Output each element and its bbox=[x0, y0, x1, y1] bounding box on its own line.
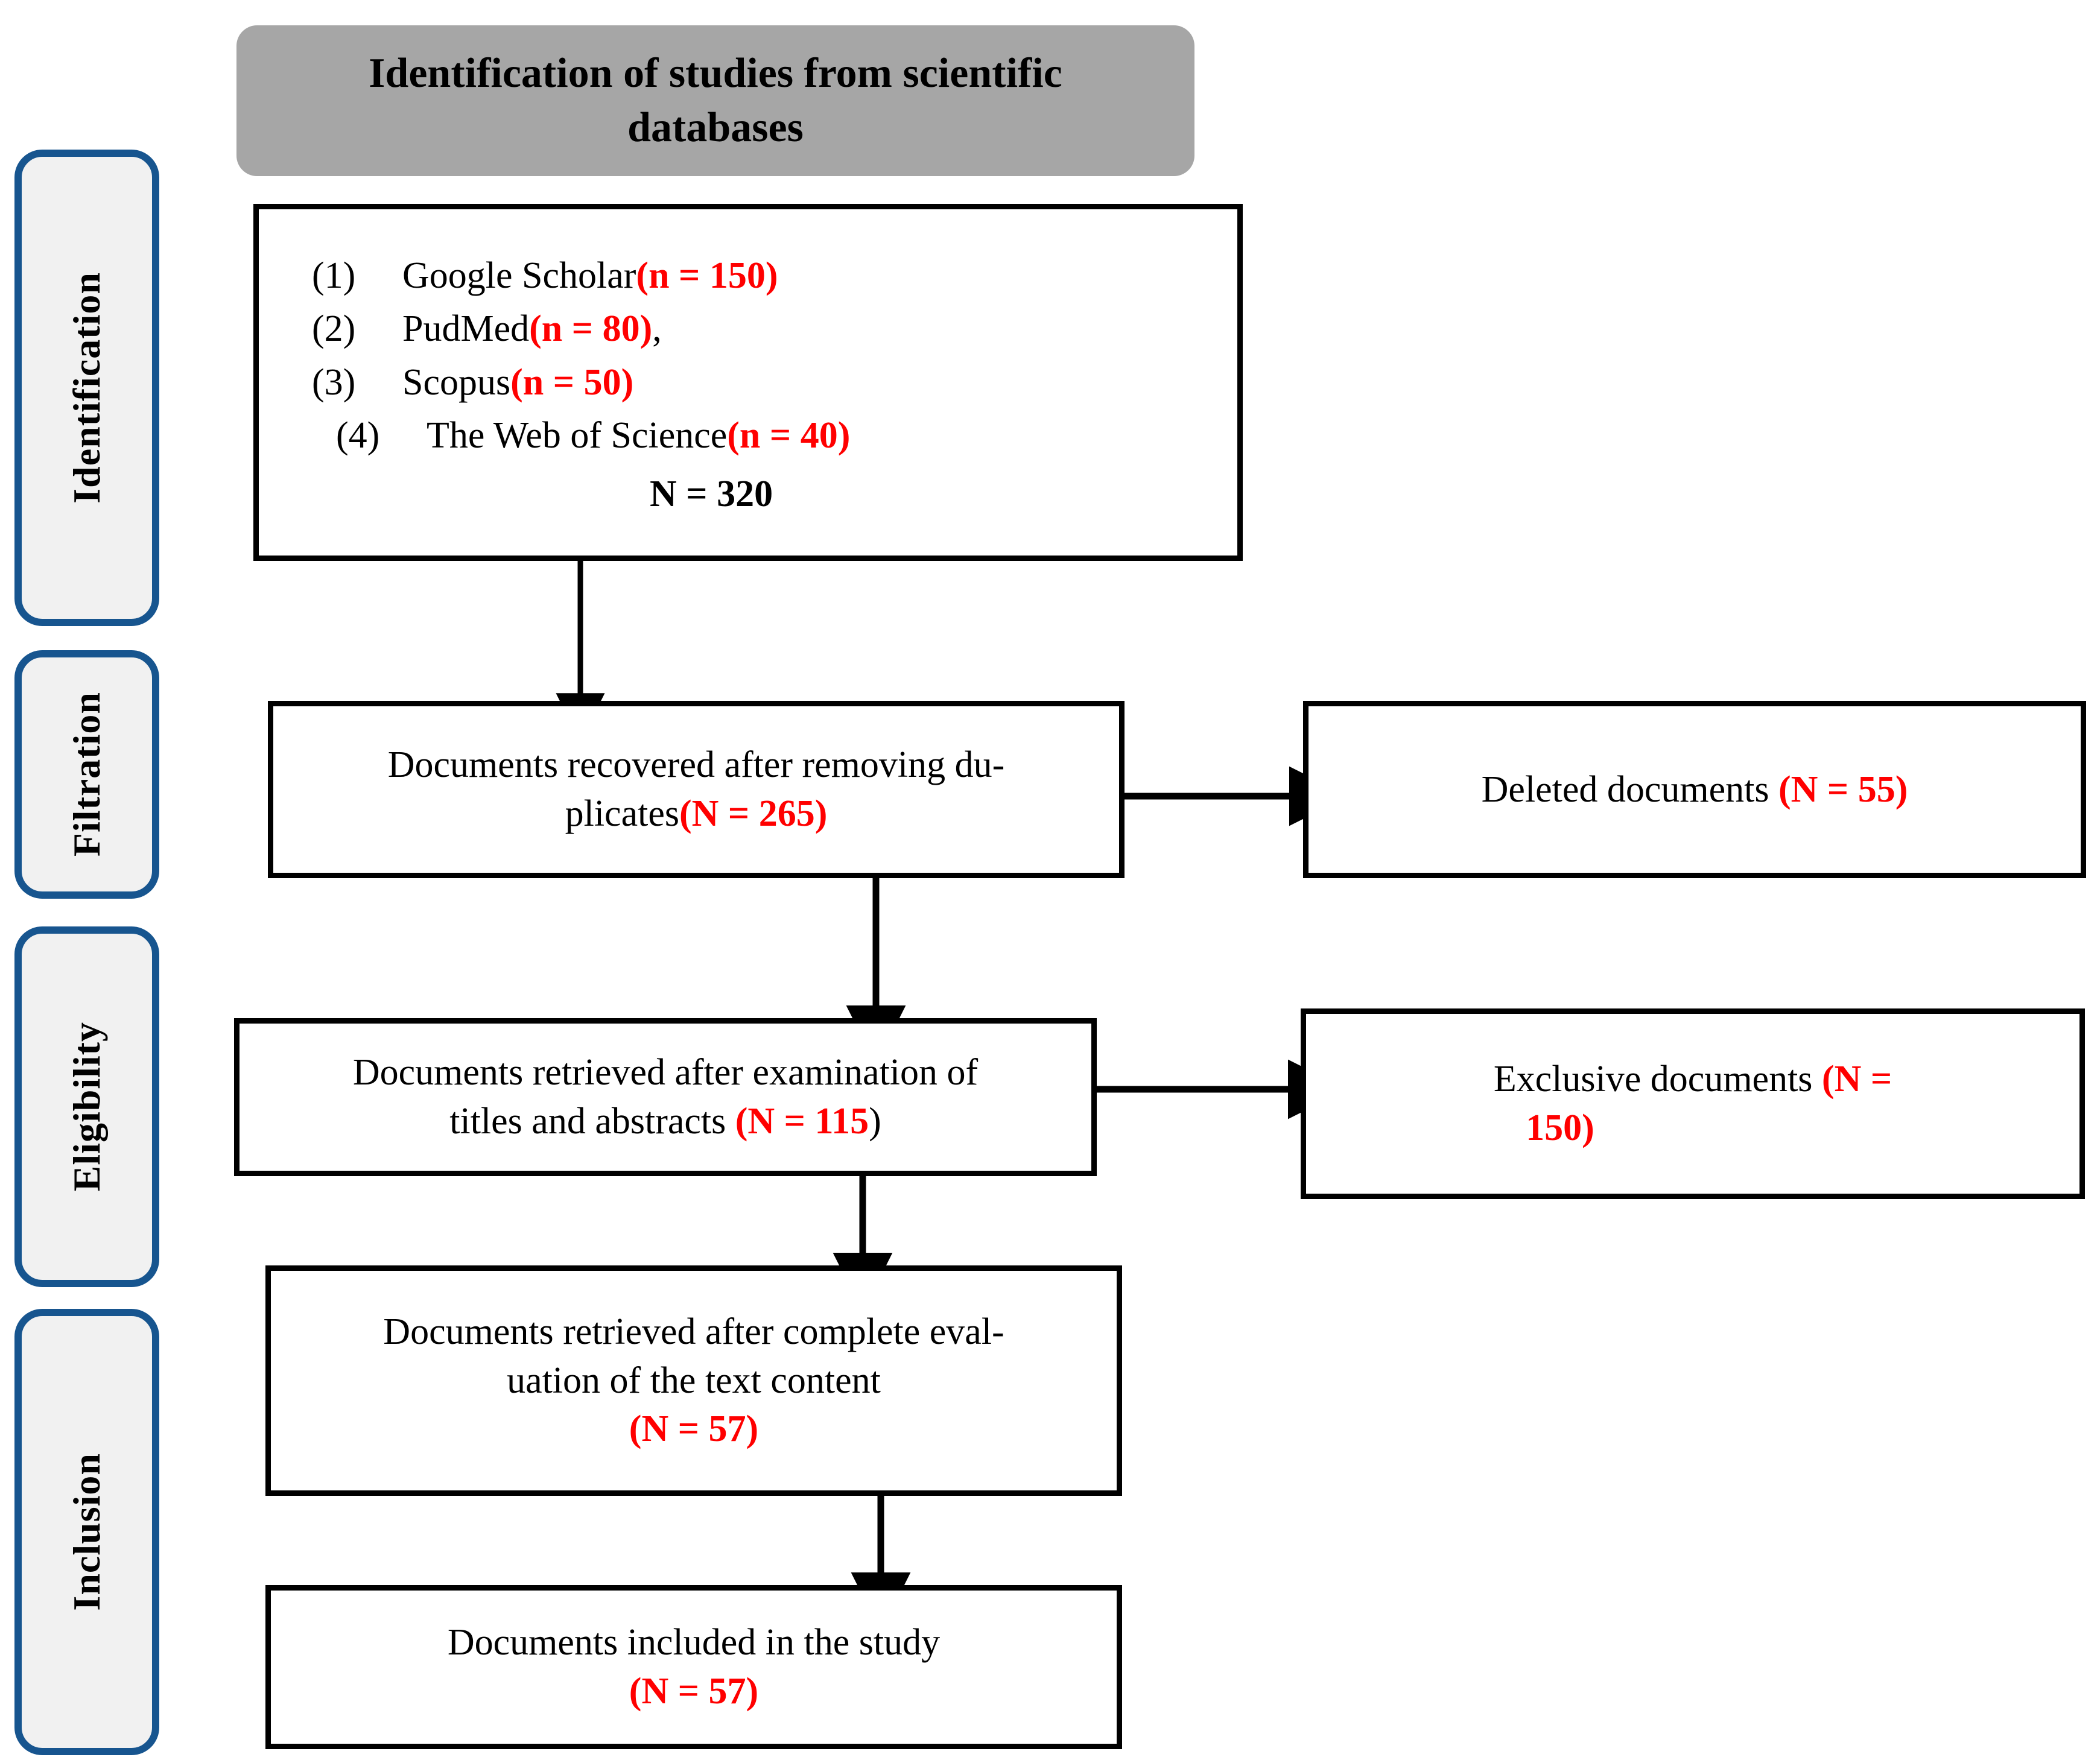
stage-filtration[interactable]: Filtration bbox=[14, 650, 159, 899]
duplicates-count: (N = 265) bbox=[679, 793, 828, 834]
source-name: Scopus bbox=[402, 361, 511, 403]
fulltext-line-1: Documents retrieved after complete eval- bbox=[383, 1311, 1004, 1353]
source-list: (1) Google Scholar (n = 150) (2) PudMed … bbox=[259, 249, 1237, 515]
source-count: (n = 80) bbox=[529, 308, 653, 350]
duplicates-line-1: Documents recovered after removing du- bbox=[387, 744, 1005, 786]
included-count: (N = 57) bbox=[629, 1671, 759, 1712]
fulltext-count: (N = 57) bbox=[629, 1408, 759, 1450]
identification-sources-box: (1) Google Scholar (n = 150) (2) PudMed … bbox=[253, 204, 1243, 561]
screened-documents-box: Documents retrieved after examination of… bbox=[234, 1018, 1097, 1176]
source-count: (n = 50) bbox=[510, 361, 634, 403]
stage-inclusion[interactable]: Inclusion bbox=[14, 1309, 159, 1755]
source-row-web-of-science: (4) The Web of Science (n = 40) bbox=[312, 409, 1237, 462]
duplicates-line-2: plicates(N = 265) bbox=[565, 790, 828, 838]
screened-line-1: Documents retrieved after examination of bbox=[352, 1052, 979, 1094]
source-name: Google Scholar bbox=[402, 255, 636, 297]
exclusive-documents-box: Exclusive documents (N = 150) bbox=[1301, 1008, 2085, 1199]
source-row-scopus: (3) Scopus (n = 50) bbox=[312, 356, 1237, 409]
screened-line-2: titles and abstracts (N = 115) bbox=[449, 1097, 881, 1146]
source-name: The Web of Science bbox=[427, 414, 728, 456]
source-count: (n = 150) bbox=[636, 255, 778, 297]
source-row-google-scholar: (1) Google Scholar (n = 150) bbox=[312, 249, 1237, 302]
banner-identification-header: Identification of studies from scientifi… bbox=[236, 25, 1194, 176]
deleted-line: Deleted documents (N = 55) bbox=[1482, 765, 1908, 814]
fulltext-line-2: uation of the text content bbox=[507, 1360, 881, 1401]
stage-filtration-label: Filtration bbox=[65, 692, 108, 857]
screened-count: (N = 115 bbox=[735, 1101, 869, 1142]
stage-identification-label: Identification bbox=[65, 272, 108, 504]
stage-identification[interactable]: Identification bbox=[14, 150, 159, 626]
excluded-line-1: Exclusive documents (N = bbox=[1494, 1055, 1892, 1104]
sources-total: N = 320 bbox=[650, 473, 773, 514]
excluded-text: Exclusive documents bbox=[1493, 1059, 1822, 1100]
included-line-1: Documents included in the study bbox=[447, 1622, 941, 1664]
source-suffix: , bbox=[652, 308, 662, 350]
deleted-documents-box: Deleted documents (N = 55) bbox=[1303, 701, 2086, 878]
source-row-pudmed: (2) PudMed (n = 80) , bbox=[312, 302, 1237, 355]
stage-inclusion-label: Inclusion bbox=[65, 1453, 108, 1611]
source-index: (3) bbox=[312, 361, 356, 403]
excluded-count-partial: (N = bbox=[1821, 1059, 1892, 1100]
included-documents-box: Documents included in the study (N = 57) bbox=[265, 1585, 1122, 1749]
deleted-count: (N = 55) bbox=[1778, 768, 1908, 810]
source-count: (n = 40) bbox=[727, 414, 851, 456]
source-index: (1) bbox=[312, 255, 356, 297]
duplicates-removed-box: Documents recovered after removing du- p… bbox=[268, 701, 1125, 878]
banner-title: Identification of studies from scientifi… bbox=[369, 50, 1062, 151]
screened-count-close: ) bbox=[869, 1101, 881, 1142]
excluded-line-2: 150) bbox=[1526, 1107, 1594, 1148]
fulltext-evaluation-box: Documents retrieved after complete eval-… bbox=[265, 1265, 1122, 1496]
screened-text: titles and abstracts bbox=[449, 1101, 735, 1142]
stage-eligibility[interactable]: Eligibility bbox=[14, 926, 159, 1287]
source-name: PudMed bbox=[402, 308, 530, 350]
duplicates-text: plicates bbox=[565, 793, 679, 834]
source-index: (4) bbox=[336, 414, 380, 456]
deleted-text: Deleted documents bbox=[1481, 768, 1778, 810]
source-index: (2) bbox=[312, 308, 356, 350]
stage-eligibility-label: Eligibility bbox=[65, 1022, 108, 1192]
